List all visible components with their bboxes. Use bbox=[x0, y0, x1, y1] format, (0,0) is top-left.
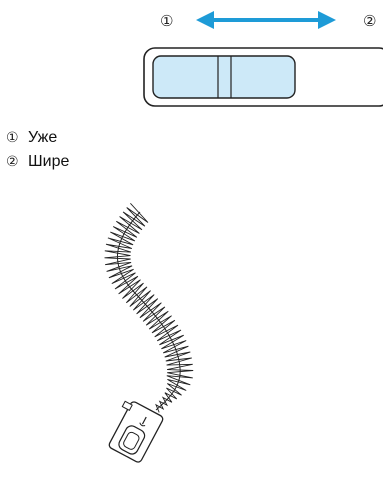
zigzag-stitches bbox=[105, 203, 194, 412]
zigzag-stitch-line bbox=[105, 203, 194, 412]
presser-foot-icon bbox=[103, 398, 164, 464]
